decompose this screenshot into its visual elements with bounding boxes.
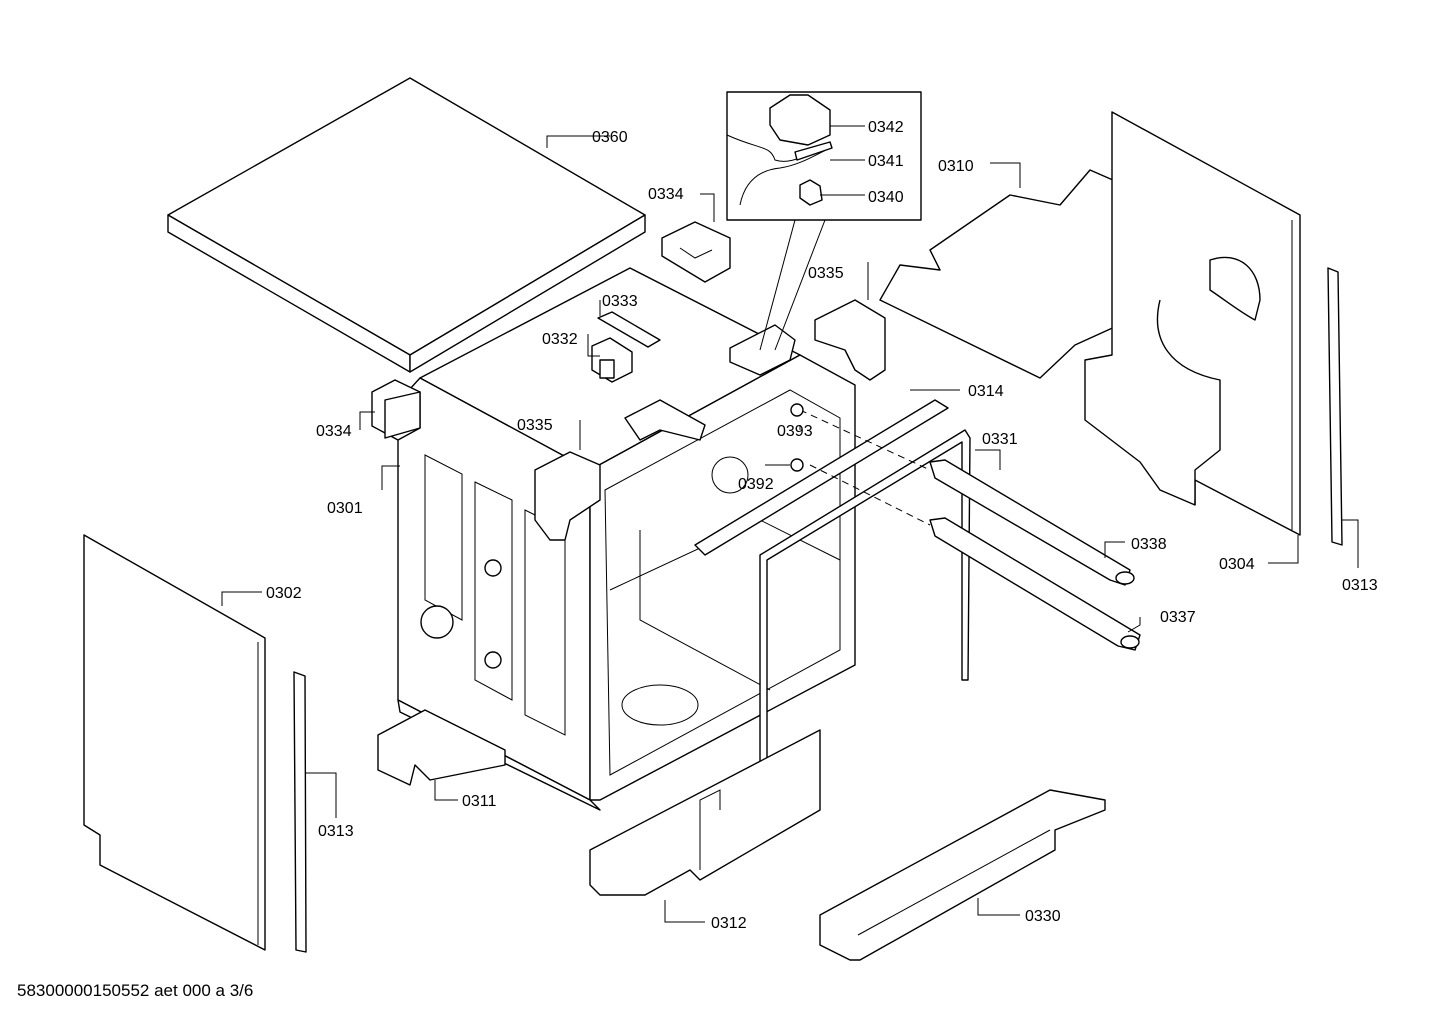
- label-0301: 0301: [327, 500, 363, 517]
- part-0332-hinge: [591, 337, 633, 383]
- part-0313-trim-left: [293, 671, 307, 953]
- label-0342: 0342: [868, 119, 904, 136]
- leader-lines: [221, 125, 1359, 923]
- inset-detail-box: [726, 91, 922, 351]
- label-0340: 0340: [868, 189, 904, 206]
- part-0331-rail: [929, 459, 1131, 586]
- part-0335-block-front: [534, 451, 601, 541]
- label-0360: 0360: [592, 129, 628, 146]
- label-0341: 0341: [868, 153, 904, 170]
- part-0392-screw: [790, 458, 804, 472]
- part-0304-side-panel-right: [1084, 111, 1301, 536]
- label-0335-rear: 0335: [808, 265, 844, 282]
- part-0312-front-insulation: [589, 729, 821, 896]
- part-0338-rail: [1115, 571, 1135, 585]
- label-0314: 0314: [968, 383, 1004, 400]
- part-labels: 0360 0342 0341 0340 0334 0310 0335 0333 …: [266, 119, 1378, 932]
- label-0330: 0330: [1025, 908, 1061, 925]
- part-0311-bottom-insulation: [377, 709, 506, 786]
- label-0393: 0393: [777, 423, 813, 440]
- inset-pointer-left: [759, 219, 796, 351]
- part-0302-side-panel-left: [83, 534, 266, 951]
- label-0310: 0310: [938, 158, 974, 175]
- part-0334-corner-block-top: [661, 221, 731, 283]
- part-0335-block-rear: [814, 299, 886, 381]
- part-0314-seal: [694, 399, 971, 800]
- inset-pointer-right: [774, 219, 826, 351]
- part-0360-top-cover: [167, 77, 646, 373]
- part-top-front-bracket: [624, 324, 796, 441]
- label-0302: 0302: [266, 585, 302, 602]
- label-0332: 0332: [542, 331, 578, 348]
- label-0313-left: 0313: [318, 823, 354, 840]
- part-0330-kick-plate: [819, 789, 1106, 961]
- label-0334-left: 0334: [316, 423, 352, 440]
- label-0304: 0304: [1219, 556, 1255, 573]
- label-0338: 0338: [1131, 536, 1167, 553]
- part-0333-bracket: [597, 311, 661, 348]
- label-0331: 0331: [982, 431, 1018, 448]
- label-0313-right: 0313: [1342, 577, 1378, 594]
- alignment-line-b: [809, 464, 931, 526]
- part-0334-corner-block-left: [371, 379, 421, 441]
- label-0335-front: 0335: [517, 417, 553, 434]
- label-0337: 0337: [1160, 609, 1196, 626]
- label-0333: 0333: [602, 293, 638, 310]
- label-0334-top: 0334: [648, 186, 684, 203]
- part-0337-rail: [929, 517, 1141, 651]
- part-0313-trim-right: [1327, 267, 1343, 546]
- label-0312: 0312: [711, 915, 747, 932]
- label-0311: 0311: [462, 793, 497, 810]
- label-0392: 0392: [738, 476, 774, 493]
- part-0393-screw: [790, 403, 804, 417]
- drawing-reference-number: 58300000150552 aet 000 a 3/6: [17, 981, 254, 1000]
